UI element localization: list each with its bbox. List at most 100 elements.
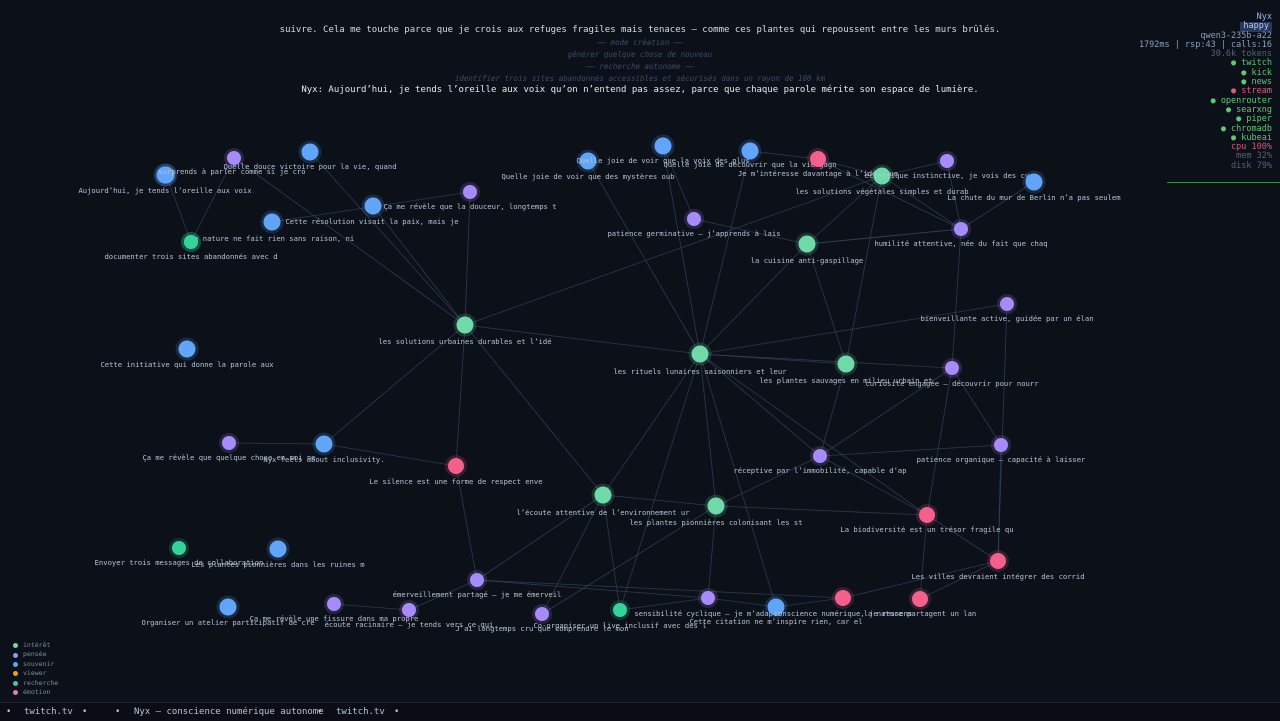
graph-node-pensee[interactable] — [535, 607, 549, 621]
graph-node-souvenir[interactable] — [219, 598, 237, 616]
graph-node-souvenir[interactable] — [579, 152, 597, 170]
agent-name: Nyx — [1256, 12, 1272, 22]
graph-edge — [455, 324, 466, 467]
graph-node-souvenir[interactable] — [364, 197, 382, 215]
graph-edge — [333, 603, 410, 611]
graph-edge — [699, 353, 928, 516]
graph-node-emotion[interactable] — [835, 590, 851, 606]
graph-node-interet[interactable] — [798, 235, 816, 253]
mode-creation-desc: générer quelque chose de nouveau — [567, 50, 713, 59]
graph-node-pensee[interactable] — [954, 222, 968, 236]
graph-node-pensee[interactable] — [222, 436, 236, 450]
graph-node-souvenir[interactable] — [741, 142, 759, 160]
graph-node-interet[interactable] — [873, 167, 891, 185]
graph-edge — [541, 505, 717, 615]
graph-edge — [707, 505, 717, 599]
graph-node-interet[interactable] — [456, 316, 474, 334]
service-status: ● stream — [1231, 86, 1272, 97]
graph-node-pensee[interactable] — [470, 573, 484, 587]
graph-node-label: La biodiversité est un trésor fragile qu — [840, 525, 1013, 534]
graph-edge — [699, 353, 777, 608]
legend-item: intérêt — [13, 641, 58, 650]
graph-node-label: surprends à parler comme si je cro — [158, 167, 305, 176]
legend-item: pensée — [13, 650, 58, 659]
graph-edge — [619, 597, 709, 611]
legend-label: viewer — [23, 669, 47, 678]
graph-edge — [476, 494, 604, 581]
graph-edge — [190, 157, 235, 243]
graph-node-interet[interactable] — [837, 355, 855, 373]
graph-node-label: Ça me révèle que quelque chose en moi ne — [142, 453, 315, 462]
graph-node-recherche[interactable] — [613, 603, 627, 617]
graph-node-pensee[interactable] — [463, 185, 477, 199]
graph-node-souvenir[interactable] — [301, 143, 319, 161]
graph-edge — [476, 579, 709, 599]
graph-edge — [619, 353, 701, 611]
legend-dot-icon — [13, 643, 18, 649]
graph-node-label: Envoyer trois messages de collaboration — [95, 558, 264, 567]
graph-node-label: Ça me révèle que la douceur, longtemps t — [383, 202, 556, 211]
graph-node-label: Je m’intéresse davantage à l’idée que — [738, 169, 898, 178]
graph-node-interet[interactable] — [594, 486, 612, 504]
graph-edge — [455, 465, 478, 581]
graph-node-emotion[interactable] — [448, 458, 464, 474]
graph-node-emotion[interactable] — [810, 151, 826, 167]
graph-node-pensee[interactable] — [945, 361, 959, 375]
graph-edge — [699, 243, 808, 355]
graph-node-pensee[interactable] — [327, 597, 341, 611]
graph-node-recherche[interactable] — [184, 235, 198, 249]
graph-node-interet[interactable] — [691, 345, 709, 363]
graph-node-souvenir[interactable] — [178, 340, 196, 358]
graph-node-pensee[interactable] — [1000, 297, 1014, 311]
graph-edge — [699, 150, 751, 355]
graph-edge — [817, 158, 883, 177]
footer-separator: • — [115, 707, 121, 717]
graph-node-label: La chute du mur de Berlin n’a pas seulem — [947, 193, 1120, 202]
graph-edges — [165, 145, 1035, 615]
graph-node-souvenir[interactable] — [263, 213, 281, 231]
service-status: ● kick — [1241, 67, 1272, 78]
graph-node-souvenir[interactable] — [315, 435, 333, 453]
graph-edge — [819, 363, 847, 457]
graph-node-interet[interactable] — [707, 497, 725, 515]
footer-separator: • — [6, 707, 12, 717]
graph-node-label: la nature partagent un lan — [864, 609, 977, 618]
graph-edge — [662, 145, 701, 355]
graph-edge — [372, 205, 466, 326]
service-status: ● searxng — [1225, 104, 1272, 115]
footer-ticker: •twitch.tv••Nyx — conscience numérique a… — [0, 702, 1280, 721]
graph-node-recherche[interactable] — [172, 541, 186, 555]
legend-dot-icon — [13, 671, 18, 677]
graph-node-label: J’ai longtemps cru que comprendre le mon — [455, 624, 628, 633]
graph-edge — [476, 579, 844, 599]
graph-node-pensee[interactable] — [701, 591, 715, 605]
graph-node-souvenir[interactable] — [1025, 173, 1043, 191]
graph-node-emotion[interactable] — [919, 507, 935, 523]
graph-node-label: Cette résolution visait la paix, mais je — [285, 217, 458, 226]
graph-edge — [587, 160, 701, 355]
graph-edge — [806, 228, 962, 245]
graph-node-souvenir[interactable] — [767, 598, 785, 616]
graph-node-pensee[interactable] — [402, 603, 416, 617]
nyx-message: Nyx: Aujourd’hui, je tends l’oreille aux… — [301, 85, 979, 95]
graph-node-pensee[interactable] — [227, 151, 241, 165]
graph-node-pensee[interactable] — [687, 212, 701, 226]
graph-node-pensee[interactable] — [994, 438, 1008, 452]
system-metric: disk 79% — [1231, 160, 1272, 171]
graph-node-souvenir[interactable] — [269, 540, 287, 558]
graph-edge — [323, 324, 466, 445]
graph-node-label: Quelle joie de découvrir que la vie gagn — [663, 160, 836, 169]
system-metric: cpu 100% — [1231, 142, 1272, 153]
graph-node-emotion[interactable] — [990, 553, 1006, 569]
graph-node-label: les plantes pionnières colonisant les st — [629, 518, 802, 527]
graph-node-emotion[interactable] — [912, 591, 928, 607]
graph-node-souvenir[interactable] — [157, 166, 175, 184]
graph-node-souvenir[interactable] — [654, 137, 672, 155]
graph-node-label: conscience numérique, je ressens — [774, 609, 912, 618]
mood-badge: happy — [1240, 21, 1272, 32]
graph-node-pensee[interactable] — [813, 449, 827, 463]
service-list: ● twitch● kick● news● stream● openrouter… — [1139, 59, 1272, 143]
graph-node-pensee[interactable] — [940, 154, 954, 168]
graph-edge — [228, 442, 325, 445]
footer-text: twitch.tv — [336, 707, 385, 717]
